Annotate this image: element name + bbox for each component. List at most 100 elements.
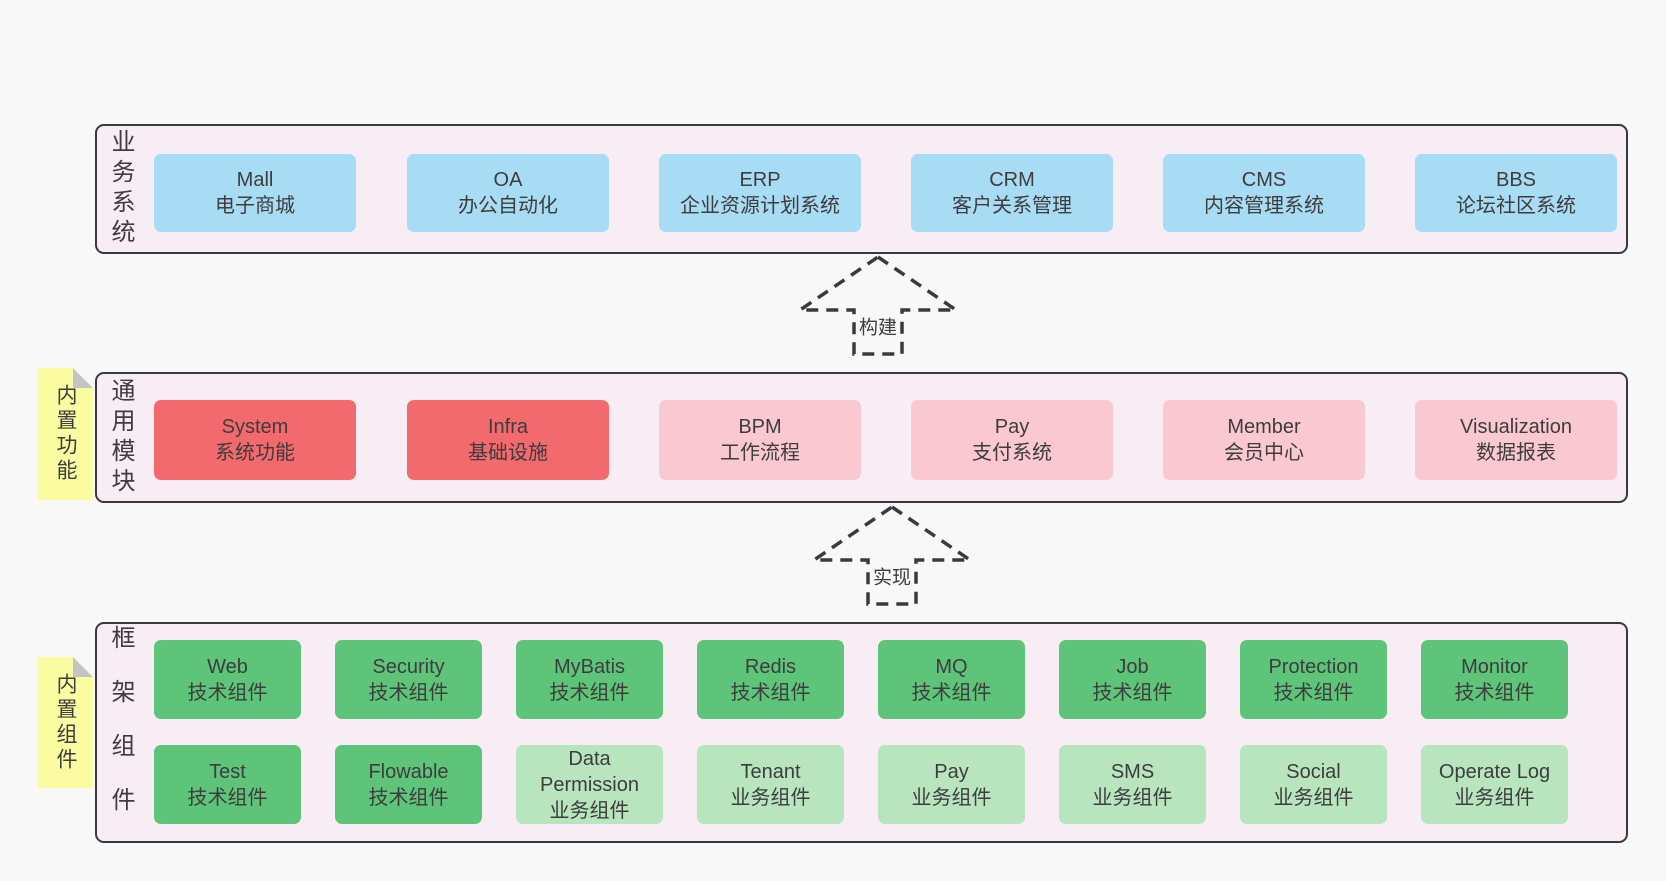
box-subtitle: 客户关系管理 <box>952 195 1072 217</box>
box-subtitle: 数据报表 <box>1476 442 1556 464</box>
component-protection: Protection 技术组件 <box>1240 640 1387 719</box>
band-framework-components: 框架组件 Web 技术组件 Security 技术组件 MyBatis 技术组件… <box>95 622 1628 843</box>
box-subtitle: 内容管理系统 <box>1204 195 1324 217</box>
component-mq: MQ 技术组件 <box>878 640 1025 719</box>
module-oa: OA 办公自动化 <box>407 154 609 232</box>
box-title: Test <box>209 760 246 783</box>
component-social: Social 业务组件 <box>1240 745 1387 824</box>
box-subtitle: 技术组件 <box>368 681 449 704</box>
box-subtitle: 技术组件 <box>911 681 992 704</box>
box-title: CRM <box>989 169 1035 191</box>
box-subtitle: 技术组件 <box>549 681 630 704</box>
box-title: Web <box>207 655 248 678</box>
module-visualization: Visualization 数据报表 <box>1415 400 1617 480</box>
band-label: 通用模块 <box>107 377 134 498</box>
box-title: BPM <box>738 416 782 438</box>
box-title: Pay <box>994 416 1030 438</box>
box-subtitle: 电子商城 <box>215 195 295 217</box>
box-title: MQ <box>935 655 968 678</box>
box-title: Tenant <box>740 760 801 783</box>
component-mybatis: MyBatis 技术组件 <box>516 640 663 719</box>
box-title: Social <box>1286 760 1341 783</box>
module-crm: CRM 客户关系管理 <box>911 154 1113 232</box>
box-subtitle: 企业资源计划系统 <box>680 195 840 217</box>
box-subtitle: 技术组件 <box>1273 681 1354 704</box>
component-security: Security 技术组件 <box>335 640 482 719</box>
box-title: Pay <box>934 760 969 783</box>
box-title: Mall <box>236 169 274 191</box>
module-erp: ERP 企业资源计划系统 <box>659 154 861 232</box>
band-common-modules: 通用模块 System 系统功能 Infra 基础设施 BPM 工作流程 Pay… <box>95 372 1628 503</box>
module-system: System 系统功能 <box>154 400 356 480</box>
box-subtitle: 技术组件 <box>1454 681 1535 704</box>
module-member: Member 会员中心 <box>1163 400 1365 480</box>
box-title: Security <box>372 655 445 678</box>
sticky-note-builtin-features: 内置功能 <box>38 368 93 500</box>
sticky-label: 内置功能 <box>54 384 77 484</box>
sticky-label: 内置组件 <box>54 672 77 773</box>
box-subtitle: 业务组件 <box>1454 786 1535 809</box>
sticky-note-builtin-components: 内置组件 <box>38 657 93 788</box>
box-subtitle: 办公自动化 <box>458 195 558 217</box>
box-subtitle: 基础设施 <box>468 442 548 464</box>
box-title: BBS <box>1495 169 1537 191</box>
box-title: Data Permission <box>540 747 639 796</box>
up-arrow-icon <box>812 504 972 606</box>
box-subtitle: 系统功能 <box>215 442 295 464</box>
box-subtitle: 技术组件 <box>368 786 449 809</box>
module-mall: Mall 电子商城 <box>154 154 356 232</box>
box-subtitle: 支付系统 <box>972 442 1052 464</box>
component-tenant: Tenant 业务组件 <box>697 745 844 824</box>
box-subtitle: 技术组件 <box>1092 681 1173 704</box>
module-cms: CMS 内容管理系统 <box>1163 154 1365 232</box>
box-title: OA <box>493 169 523 191</box>
box-title: SMS <box>1110 760 1155 783</box>
arrow-label: 构建 <box>855 312 901 340</box>
component-monitor: Monitor 技术组件 <box>1421 640 1568 719</box>
box-subtitle: 业务组件 <box>549 799 630 822</box>
box-title: Visualization <box>1460 416 1572 438</box>
component-test: Test 技术组件 <box>154 745 301 824</box>
arrow-label: 实现 <box>869 562 915 590</box>
module-infra: Infra 基础设施 <box>407 400 609 480</box>
box-title: Flowable <box>368 760 449 783</box>
box-subtitle: 论坛社区系统 <box>1456 195 1576 217</box>
box-title: Operate Log <box>1438 760 1551 783</box>
box-subtitle: 技术组件 <box>187 786 268 809</box>
box-subtitle: 会员中心 <box>1224 442 1304 464</box>
box-title: Member <box>1227 416 1301 438</box>
box-title: CMS <box>1241 169 1287 191</box>
component-redis: Redis 技术组件 <box>697 640 844 719</box>
band-label: 业务系统 <box>107 129 134 249</box>
implement-arrow: 实现 <box>812 504 972 608</box>
component-data-permission: Data Permission 业务组件 <box>516 745 663 824</box>
box-title: Redis <box>744 655 797 678</box>
module-pay: Pay 支付系统 <box>911 400 1113 480</box>
band-business-systems: 业务系统 Mall 电子商城 OA 办公自动化 ERP 企业资源计划系统 CRM… <box>95 124 1628 254</box>
build-arrow: 构建 <box>798 254 958 358</box>
box-title: Protection <box>1268 655 1359 678</box>
box-subtitle: 技术组件 <box>187 681 268 704</box>
module-bpm: BPM 工作流程 <box>659 400 861 480</box>
component-job: Job 技术组件 <box>1059 640 1206 719</box>
module-bbs: BBS 论坛社区系统 <box>1415 154 1617 232</box>
box-subtitle: 工作流程 <box>720 442 800 464</box>
box-subtitle: 业务组件 <box>1273 786 1354 809</box>
component-sms: SMS 业务组件 <box>1059 745 1206 824</box>
component-flowable: Flowable 技术组件 <box>335 745 482 824</box>
box-title: System <box>221 416 289 438</box>
box-title: Job <box>1116 655 1149 678</box>
box-title: ERP <box>739 169 781 191</box>
component-web: Web 技术组件 <box>154 640 301 719</box>
box-title: Infra <box>487 416 529 438</box>
band-label: 框架组件 <box>107 624 134 841</box>
box-title: MyBatis <box>553 655 626 678</box>
up-arrow-icon <box>798 254 958 356</box>
box-subtitle: 业务组件 <box>911 786 992 809</box>
component-operate-log: Operate Log 业务组件 <box>1421 745 1568 824</box>
box-subtitle: 业务组件 <box>730 786 811 809</box>
box-title: Monitor <box>1461 655 1528 678</box>
component-pay: Pay 业务组件 <box>878 745 1025 824</box>
box-subtitle: 业务组件 <box>1092 786 1173 809</box>
